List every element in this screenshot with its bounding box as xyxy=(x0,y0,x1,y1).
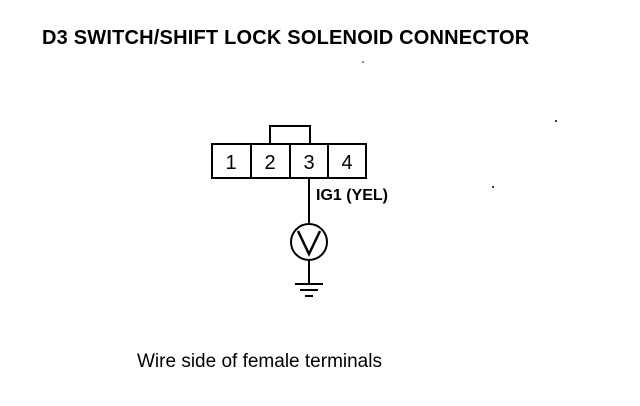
scan-speck xyxy=(492,186,494,188)
scan-speck xyxy=(555,120,557,122)
wire-label: IG1 (YEL) xyxy=(316,187,388,204)
connector-lock-tab xyxy=(269,125,311,144)
diagram-title: D3 SWITCH/SHIFT LOCK SOLENOID CONNECTOR xyxy=(42,27,530,49)
connector-pin-4: 4 xyxy=(341,152,352,174)
connector-pin-1: 1 xyxy=(225,152,236,174)
diagram-caption: Wire side of female terminals xyxy=(137,351,382,372)
scan-speck xyxy=(362,61,364,63)
connector-pin-3: 3 xyxy=(303,152,314,174)
ground-icon xyxy=(295,283,323,297)
voltmeter-v-glyph xyxy=(296,230,322,257)
connector-pin-2: 2 xyxy=(264,152,275,174)
